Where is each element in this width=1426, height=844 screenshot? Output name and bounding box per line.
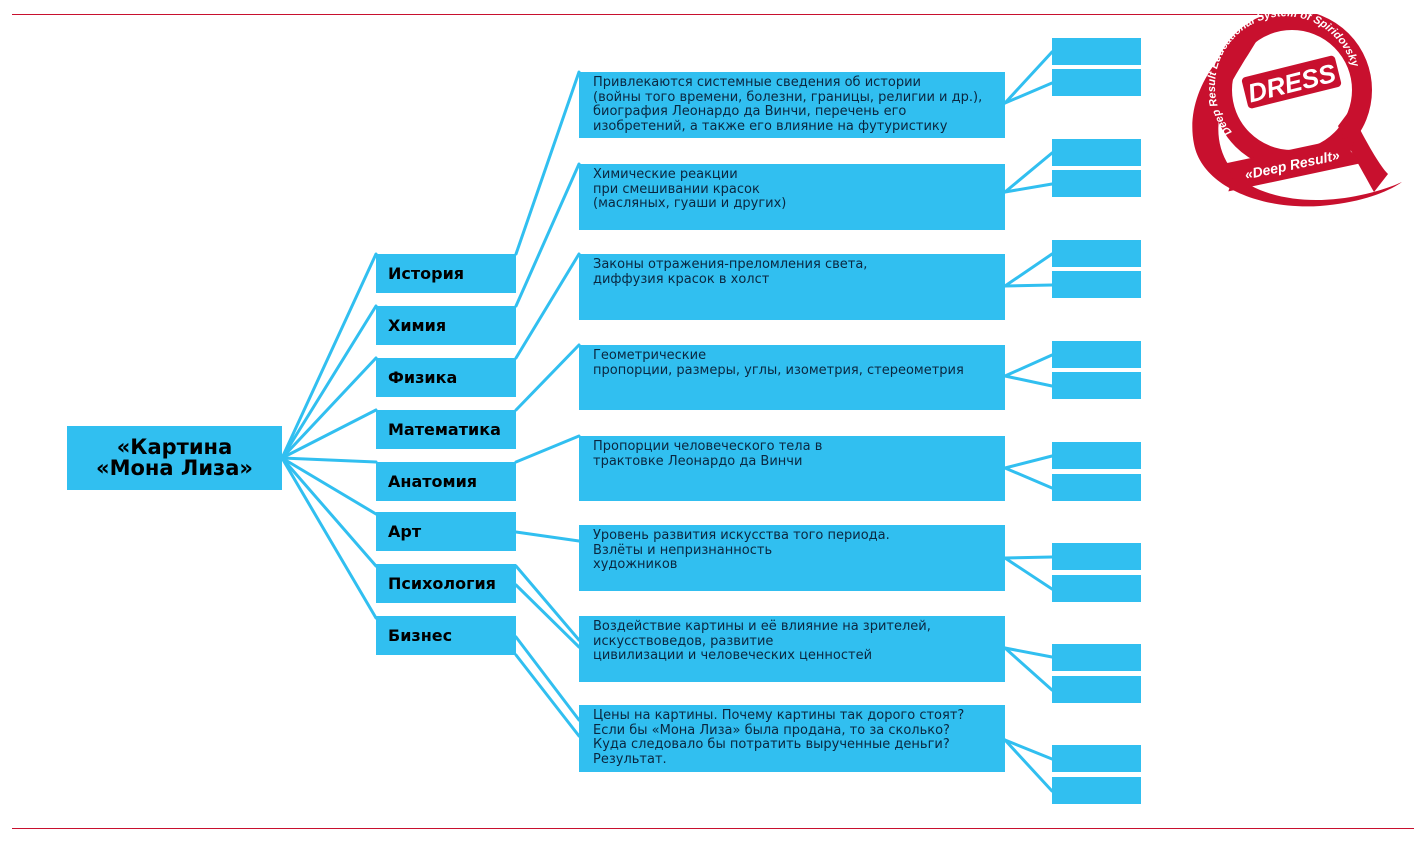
leaf-node — [1052, 271, 1141, 298]
detail-node-physics: Законы отражения-преломления света, дифф… — [579, 254, 1005, 320]
detail-node-chemistry: Химические реакции при смешивании красок… — [579, 164, 1005, 230]
detail-line: искусствоведов, развитие — [593, 633, 774, 649]
leaf-node — [1052, 240, 1141, 267]
detail-node-psychology: Воздействие картины и её влияние на зрит… — [579, 616, 1005, 682]
subject-node-art: Арт — [376, 512, 516, 551]
bottom-divider — [12, 828, 1414, 829]
leaf-node — [1052, 777, 1141, 804]
leaf-node — [1052, 575, 1141, 602]
subject-node-psychology: Психология — [376, 564, 516, 603]
detail-line: при смешивании красок — [593, 181, 760, 197]
detail-line: Куда следовало бы потратить вырученные д… — [593, 737, 950, 752]
detail-node-math: Геометрические пропорции, размеры, углы,… — [579, 345, 1005, 410]
detail-node-art: Уровень развития искусства того периода.… — [579, 525, 1005, 591]
leaf-node — [1052, 543, 1141, 570]
detail-line: художников — [593, 557, 678, 572]
leaf-node — [1052, 69, 1141, 96]
detail-node-history: Привлекаются системные сведения об истор… — [579, 72, 1005, 138]
detail-line: изобретений, а также его влияние на футу… — [593, 118, 948, 134]
detail-line: (войны того времени, болезни, границы, р… — [593, 89, 983, 105]
detail-line: Уровень развития искусства того периода. — [593, 528, 890, 543]
detail-line: трактовке Леонардо да Винчи — [593, 453, 803, 469]
leaf-node — [1052, 442, 1141, 469]
top-divider — [12, 14, 1272, 15]
root-node: «Картина «Мона Лиза» — [67, 426, 282, 490]
detail-line: Законы отражения-преломления света, — [593, 257, 868, 272]
dress-logo: Deep Result Educational System of Spirid… — [1192, 14, 1402, 207]
detail-line: Цены на картины. Почему картины так доро… — [593, 708, 965, 723]
leaf-node — [1052, 341, 1141, 368]
subject-node-chemistry: Химия — [376, 306, 516, 345]
subject-node-physics: Физика — [376, 358, 516, 397]
leaf-node — [1052, 170, 1141, 197]
detail-line: Привлекаются системные сведения об истор… — [593, 75, 921, 90]
detail-line: Результат. — [593, 751, 667, 767]
detail-line: (масляных, гуаши и других) — [593, 196, 787, 211]
root-line: «Мона Лиза» — [96, 456, 253, 480]
leaf-node — [1052, 372, 1141, 399]
leaf-node — [1052, 139, 1141, 166]
subject-node-math: Математика — [376, 410, 516, 449]
detail-line: Пропорции человеческого тела в — [593, 439, 823, 454]
detail-node-anatomy: Пропорции человеческого тела в трактовке… — [579, 436, 1005, 501]
root-line: «Картина — [116, 435, 233, 459]
detail-line: цивилизации и человеческих ценностей — [593, 648, 873, 663]
detail-line: биография Леонардо да Винчи, перечень ег… — [593, 104, 907, 119]
leaf-node — [1052, 474, 1141, 501]
detail-line: диффузия красок в холст — [593, 271, 770, 287]
subject-node-history: История — [376, 254, 516, 293]
detail-node-business: Цены на картины. Почему картины так доро… — [579, 705, 1005, 772]
detail-line: Воздействие картины и её влияние на зрит… — [593, 619, 931, 634]
detail-line: Химические реакции — [593, 167, 738, 182]
detail-line: Если бы «Мона Лиза» была продана, то за … — [593, 722, 950, 738]
subject-node-anatomy: Анатомия — [376, 462, 516, 501]
leaf-node — [1052, 644, 1141, 671]
leaf-node — [1052, 38, 1141, 65]
detail-line: Геометрические — [593, 348, 707, 363]
leaf-node — [1052, 745, 1141, 772]
detail-line: Взлёты и непризнанность — [593, 542, 773, 558]
detail-line: пропорции, размеры, углы, изометрия, сте… — [593, 362, 964, 378]
leaf-node — [1052, 676, 1141, 703]
subject-node-business: Бизнес — [376, 616, 516, 655]
